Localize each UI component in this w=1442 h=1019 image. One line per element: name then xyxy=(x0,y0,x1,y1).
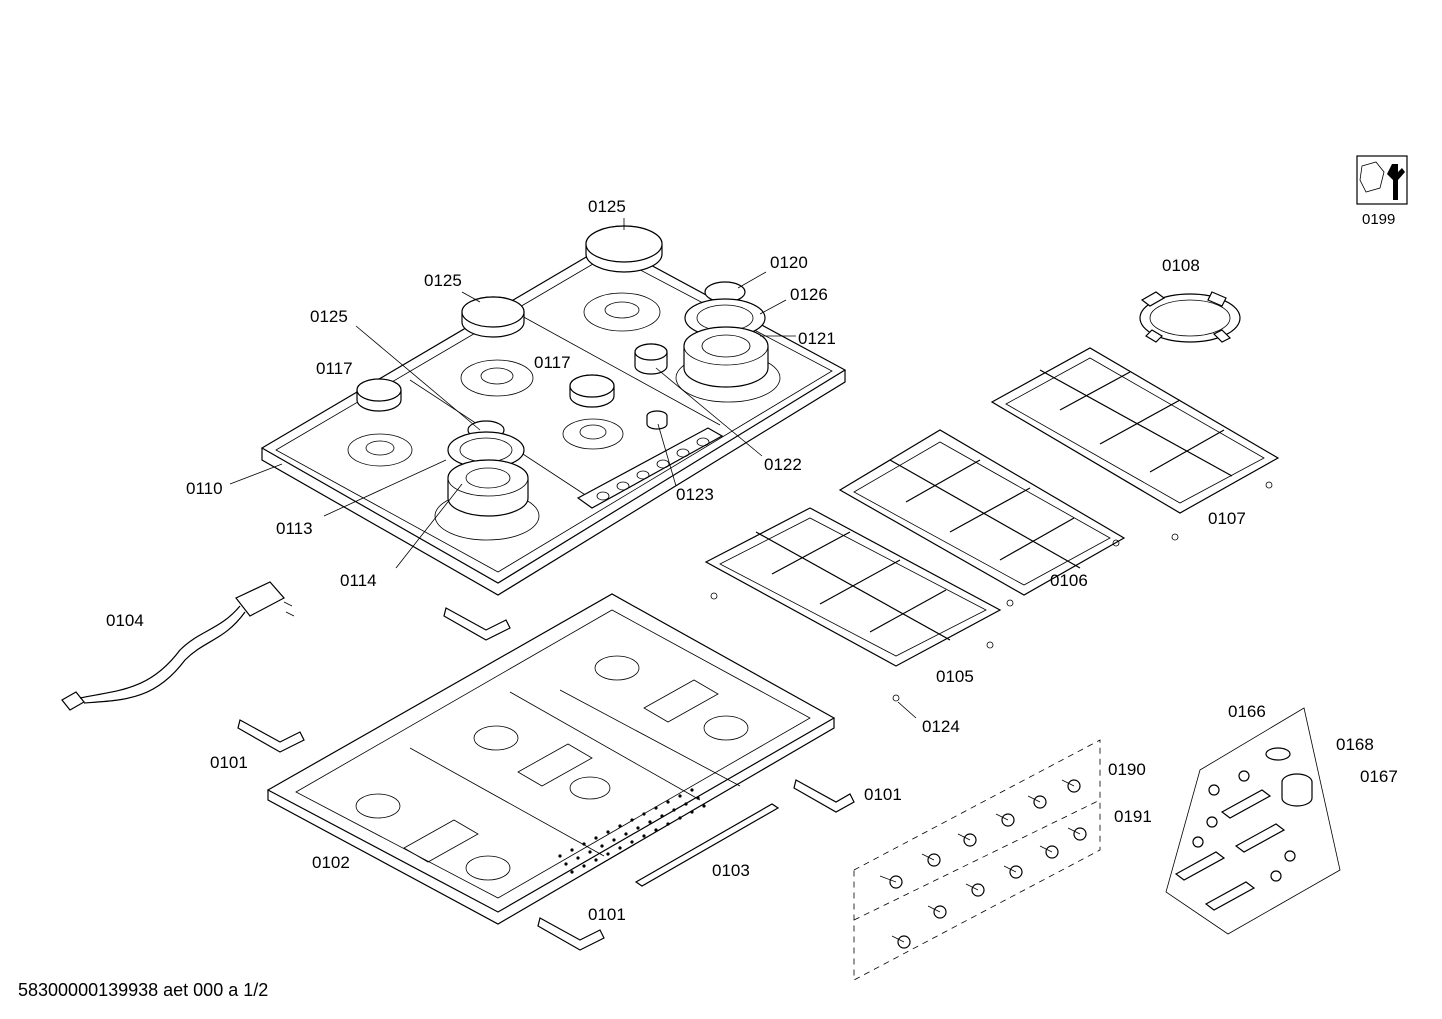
seal-strip xyxy=(634,803,780,887)
label-0125-left: 0125 xyxy=(310,307,348,326)
label-0124: 0124 xyxy=(922,717,960,736)
label-0122: 0122 xyxy=(764,455,802,474)
label-0191: 0191 xyxy=(1114,807,1152,826)
wok-ring xyxy=(1139,291,1241,343)
label-0110: 0110 xyxy=(186,479,223,498)
label-0117-right: 0117 xyxy=(534,353,571,372)
label-0126: 0126 xyxy=(790,285,828,304)
mounting-clamps xyxy=(237,607,855,951)
label-0168: 0168 xyxy=(1336,735,1374,754)
leader-lines xyxy=(229,218,917,719)
label-0125-top: 0125 xyxy=(588,197,626,216)
screw-set xyxy=(853,739,1101,981)
label-0103: 0103 xyxy=(712,861,750,880)
label-0106: 0106 xyxy=(1050,571,1088,590)
label-0107: 0107 xyxy=(1208,509,1246,528)
label-0117-left: 0117 xyxy=(316,359,353,378)
label-0105: 0105 xyxy=(936,667,974,686)
label-0101-bottom: 0101 xyxy=(588,905,626,924)
pan-support-0105 xyxy=(704,507,1002,667)
wok-burner-left xyxy=(447,420,529,517)
burner-caps xyxy=(356,225,668,430)
label-0125-mid: 0125 xyxy=(424,271,462,290)
label-0101-left: 0101 xyxy=(210,753,248,772)
label-0114: 0114 xyxy=(340,571,377,590)
label-0113: 0113 xyxy=(276,519,313,538)
label-0102: 0102 xyxy=(312,853,350,872)
label-0104: 0104 xyxy=(106,611,144,630)
label-0166: 0166 xyxy=(1228,702,1266,721)
label-0120: 0120 xyxy=(770,253,808,272)
conversion-kit xyxy=(1165,707,1341,935)
label-0121: 0121 xyxy=(798,329,836,348)
label-0199: 0199 xyxy=(1362,211,1395,228)
power-cord xyxy=(61,581,295,711)
label-0101-right: 0101 xyxy=(864,785,902,804)
pan-support-0107 xyxy=(990,347,1280,514)
pan-support-0106 xyxy=(838,429,1126,596)
cooktop-top-plate xyxy=(260,242,847,596)
service-tool-icon xyxy=(1356,155,1408,205)
label-0190: 0190 xyxy=(1108,760,1146,779)
label-0108: 0108 xyxy=(1162,256,1200,275)
wok-burner-right xyxy=(683,281,769,388)
label-0123: 0123 xyxy=(676,485,714,504)
part-labels: 0125 0125 0125 0120 0126 0121 0117 0117 … xyxy=(106,197,1398,924)
base-tray xyxy=(266,593,836,925)
document-id: 58300000139938 aet 000 a 1/2 xyxy=(18,980,269,1000)
label-0167: 0167 xyxy=(1360,767,1398,786)
rubber-feet xyxy=(710,481,1273,702)
